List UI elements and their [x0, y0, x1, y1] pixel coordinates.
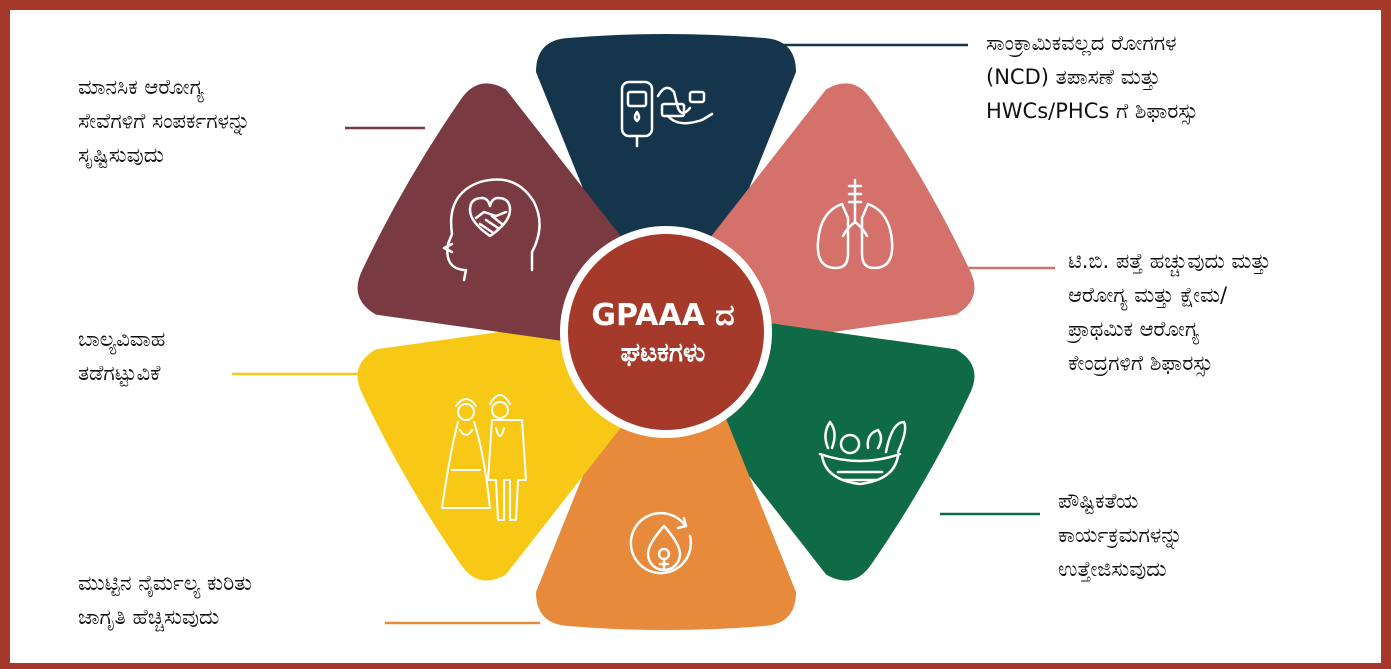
label-menstrual: ಮುಟ್ಟಿನ ನೈರ್ಮಲ್ಯ ಕುರಿತು ಜಾಗೃತಿ ಹೆಚ್ಚಿಸುವ… [78, 571, 252, 629]
segment-tb [702, 83, 975, 343]
label-ncd: ಸಾಂಕ್ರಾಮಿಕವಲ್ಲದ ರೋಗಗಳ (NCD) ತಪಾಸಣೆ ಮತ್ತು… [986, 31, 1199, 123]
glucometer-icon [620, 80, 714, 148]
bride-groom-icon [441, 394, 527, 521]
center-title-line2: ಘಟಕಗಳು [620, 338, 706, 368]
label-nutrition: ಪೌಷ್ಟಿಕತೆಯ ಕಾರ್ಯಕ್ರಮಗಳನ್ನು ಉತ್ತೇಜಿಸುವುದು [1058, 489, 1183, 581]
segment-nutrition [702, 321, 975, 581]
segment-child-marriage [357, 321, 630, 581]
center-title: GPAAA ದ ಘಟಕಗಳು [553, 297, 773, 371]
segment-mental-health [357, 83, 630, 343]
lungs-icon [816, 178, 894, 270]
label-child-marriage: ಬಾಲ್ಯವಿವಾಹ ತಡೆಗಟ್ಟುವಿಕೆ [78, 327, 166, 385]
food-basket-icon [818, 420, 907, 486]
segment-ncd [536, 34, 796, 258]
label-mental-health: ಮಾನಸಿಕ ಆರೋಗ್ಯ ಸೇವೆಗಳಿಗೆ ಸಂಪರ್ಕಗಳನ್ನು ಸೃಷ… [78, 75, 251, 167]
label-tb: ಟಿ.ಬಿ. ಪತ್ತೆ ಹಚ್ಚುವುದು ಮತ್ತು ಆರೋಗ್ಯ ಮತ್ತ… [1068, 249, 1271, 375]
connector-lines [232, 43, 1055, 625]
center-disc [568, 234, 764, 430]
center-title-line1: GPAAA ದ [591, 298, 735, 333]
mind-heart-handshake-icon [442, 178, 541, 282]
segment-menstrual [536, 406, 796, 630]
menstrual-cycle-icon [629, 511, 693, 575]
